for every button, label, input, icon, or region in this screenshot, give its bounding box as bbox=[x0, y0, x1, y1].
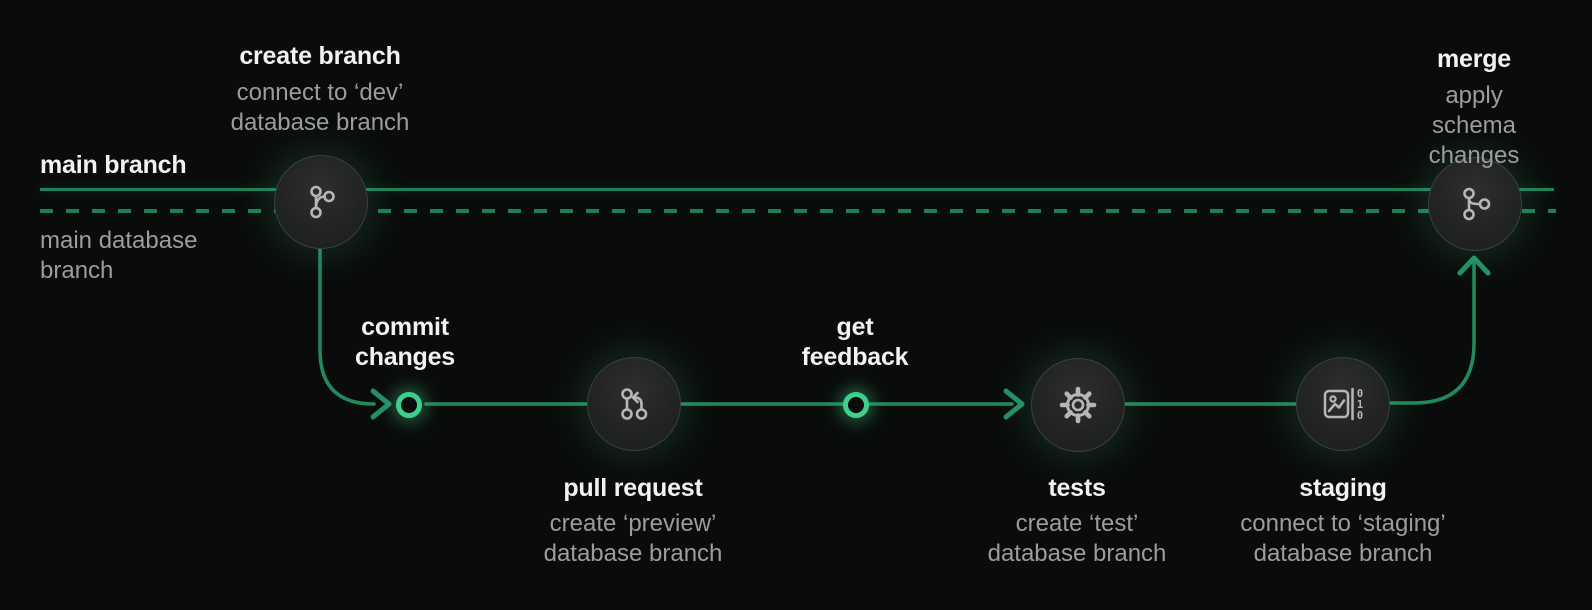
create-branch-subtitle: connect to ‘dev’ database branch bbox=[230, 79, 410, 136]
git-merge-icon bbox=[1463, 187, 1491, 221]
merge-node bbox=[1428, 157, 1522, 251]
arrow-right-icon bbox=[1003, 388, 1025, 420]
gear-icon bbox=[1059, 386, 1097, 424]
tests-subtitle: create ‘test’ database branch bbox=[987, 510, 1167, 567]
merge-title: merge bbox=[1436, 45, 1512, 73]
commit-marker-ring bbox=[396, 392, 422, 418]
staging-title: staging bbox=[1299, 474, 1387, 502]
commit-changes-label: commit changes bbox=[354, 313, 456, 371]
tests-title: tests bbox=[1048, 474, 1106, 502]
staging-node: 0 1 0 bbox=[1296, 357, 1390, 451]
pull-request-subtitle: create ‘preview’ database branch bbox=[543, 510, 723, 567]
staging-subtitle: connect to ‘staging’ database branch bbox=[1240, 510, 1446, 567]
main-database-branch-dashed-line bbox=[40, 209, 1556, 213]
branch-up-curve bbox=[1384, 261, 1476, 405]
git-pull-request-icon bbox=[621, 388, 648, 420]
main-branch-line bbox=[40, 188, 1554, 191]
main-database-branch-label: main database branch bbox=[40, 227, 198, 284]
main-branch-label: main branch bbox=[40, 151, 187, 179]
pull-request-title: pull request bbox=[563, 474, 703, 502]
feedback-marker-ring bbox=[843, 392, 869, 418]
svg-text:0: 0 bbox=[1357, 410, 1363, 422]
branch-down-curve bbox=[318, 245, 376, 406]
create-branch-title: create branch bbox=[239, 42, 401, 70]
tests-node bbox=[1031, 358, 1125, 452]
svg-text:1: 1 bbox=[1357, 399, 1363, 411]
arrow-right-icon bbox=[370, 388, 392, 420]
get-feedback-label: get feedback bbox=[801, 313, 909, 371]
staging-data-icon: 0 1 0 bbox=[1323, 387, 1363, 422]
arrow-up-icon bbox=[1457, 255, 1491, 276]
create-branch-node bbox=[274, 155, 368, 249]
svg-text:0: 0 bbox=[1357, 388, 1363, 400]
merge-subtitle: apply schema changes bbox=[1428, 82, 1520, 169]
pull-request-node bbox=[587, 357, 681, 451]
git-branch-icon bbox=[310, 185, 335, 219]
